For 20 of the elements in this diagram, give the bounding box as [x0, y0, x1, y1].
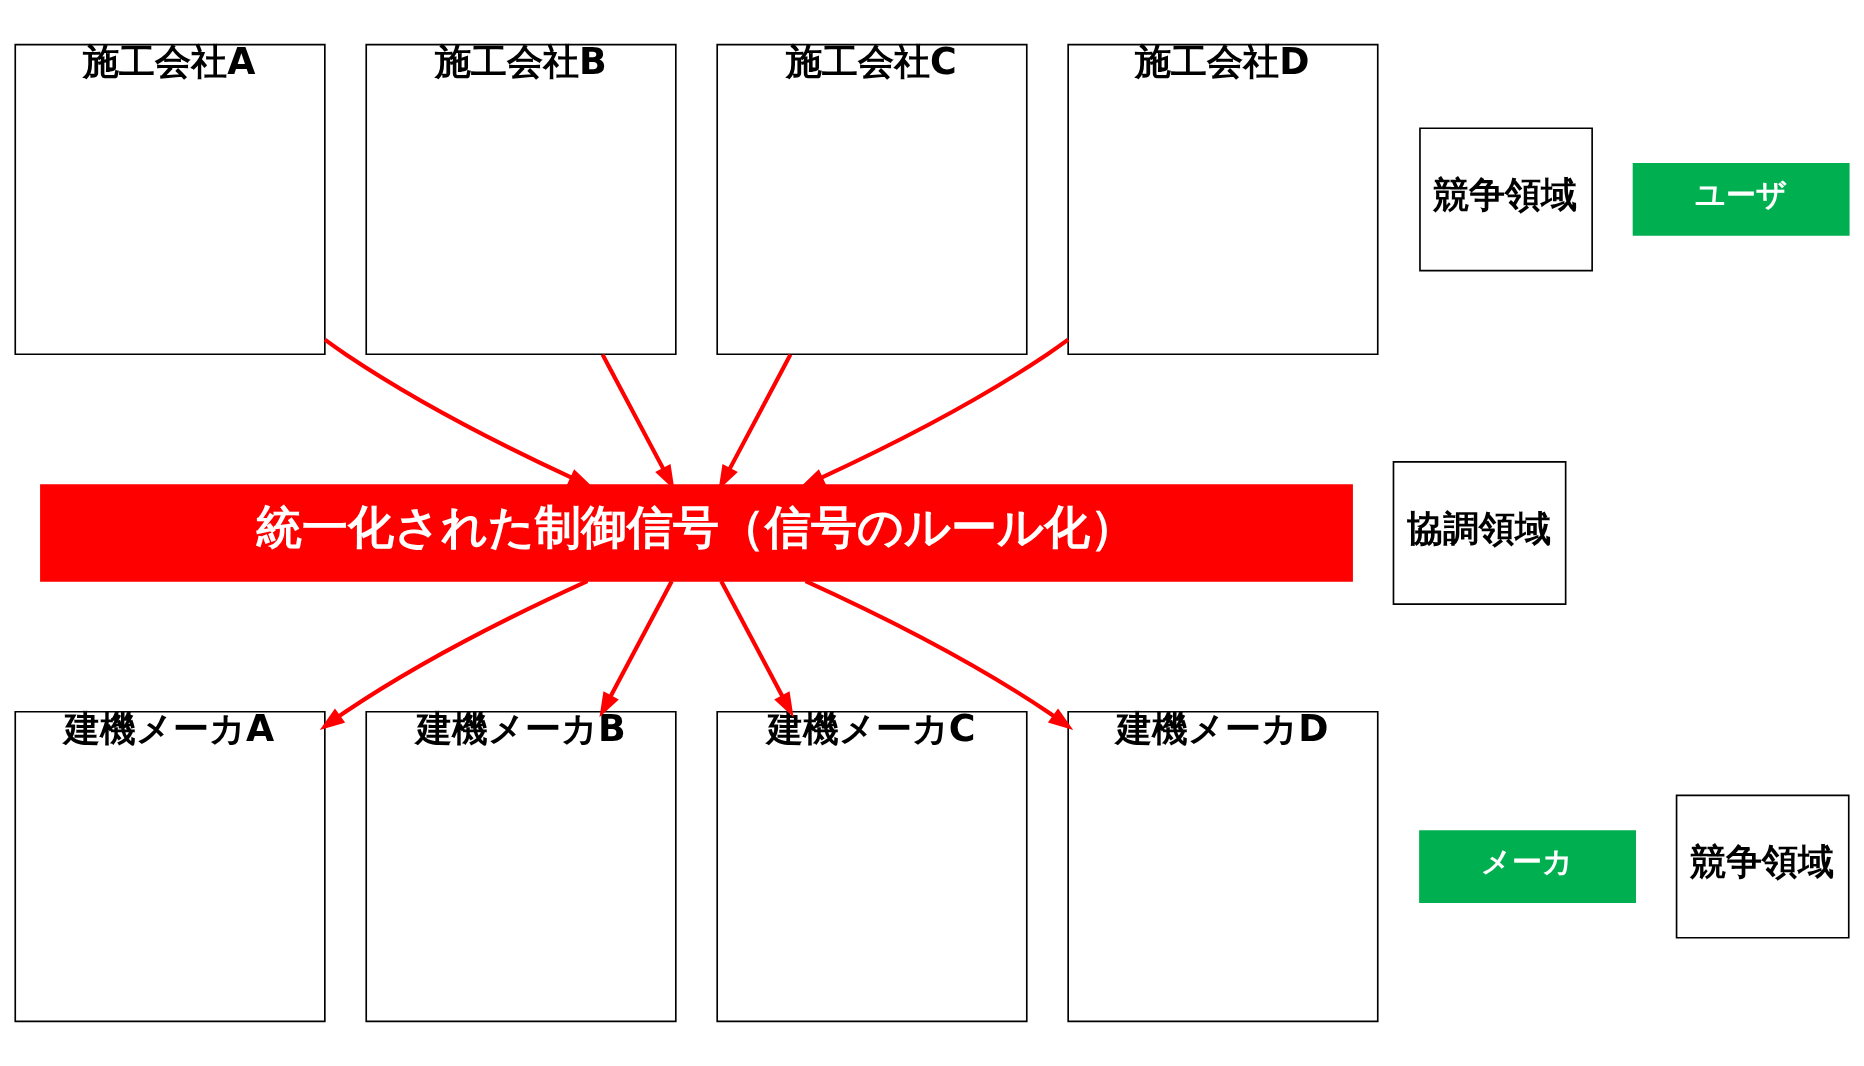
- node-box: 施工会社C: [716, 43, 1028, 356]
- node-box: 競争領域: [1419, 127, 1593, 272]
- arrow: [323, 338, 594, 488]
- arrow: [599, 580, 674, 718]
- node-box: 協調領域: [1392, 461, 1567, 606]
- arrow: [319, 579, 589, 730]
- node-box: 建機メーカC: [716, 710, 1028, 1023]
- node-box: 建機メーカB: [365, 710, 677, 1023]
- node-box: メーカ: [1419, 830, 1636, 903]
- node-box: 施工会社A: [14, 43, 326, 356]
- node-box: 施工会社D: [1067, 43, 1379, 356]
- arrow: [804, 579, 1074, 730]
- node-box: 統一化された制御信号（信号のルール化）: [40, 484, 1353, 582]
- node-box: 競争領域: [1675, 794, 1850, 939]
- node-box: 建機メーカA: [14, 710, 326, 1023]
- node-box: 施工会社B: [365, 43, 677, 356]
- arrow: [719, 580, 794, 718]
- node-box: 建機メーカD: [1067, 710, 1379, 1023]
- arrow: [799, 338, 1070, 488]
- node-box: ユーザ: [1632, 163, 1850, 236]
